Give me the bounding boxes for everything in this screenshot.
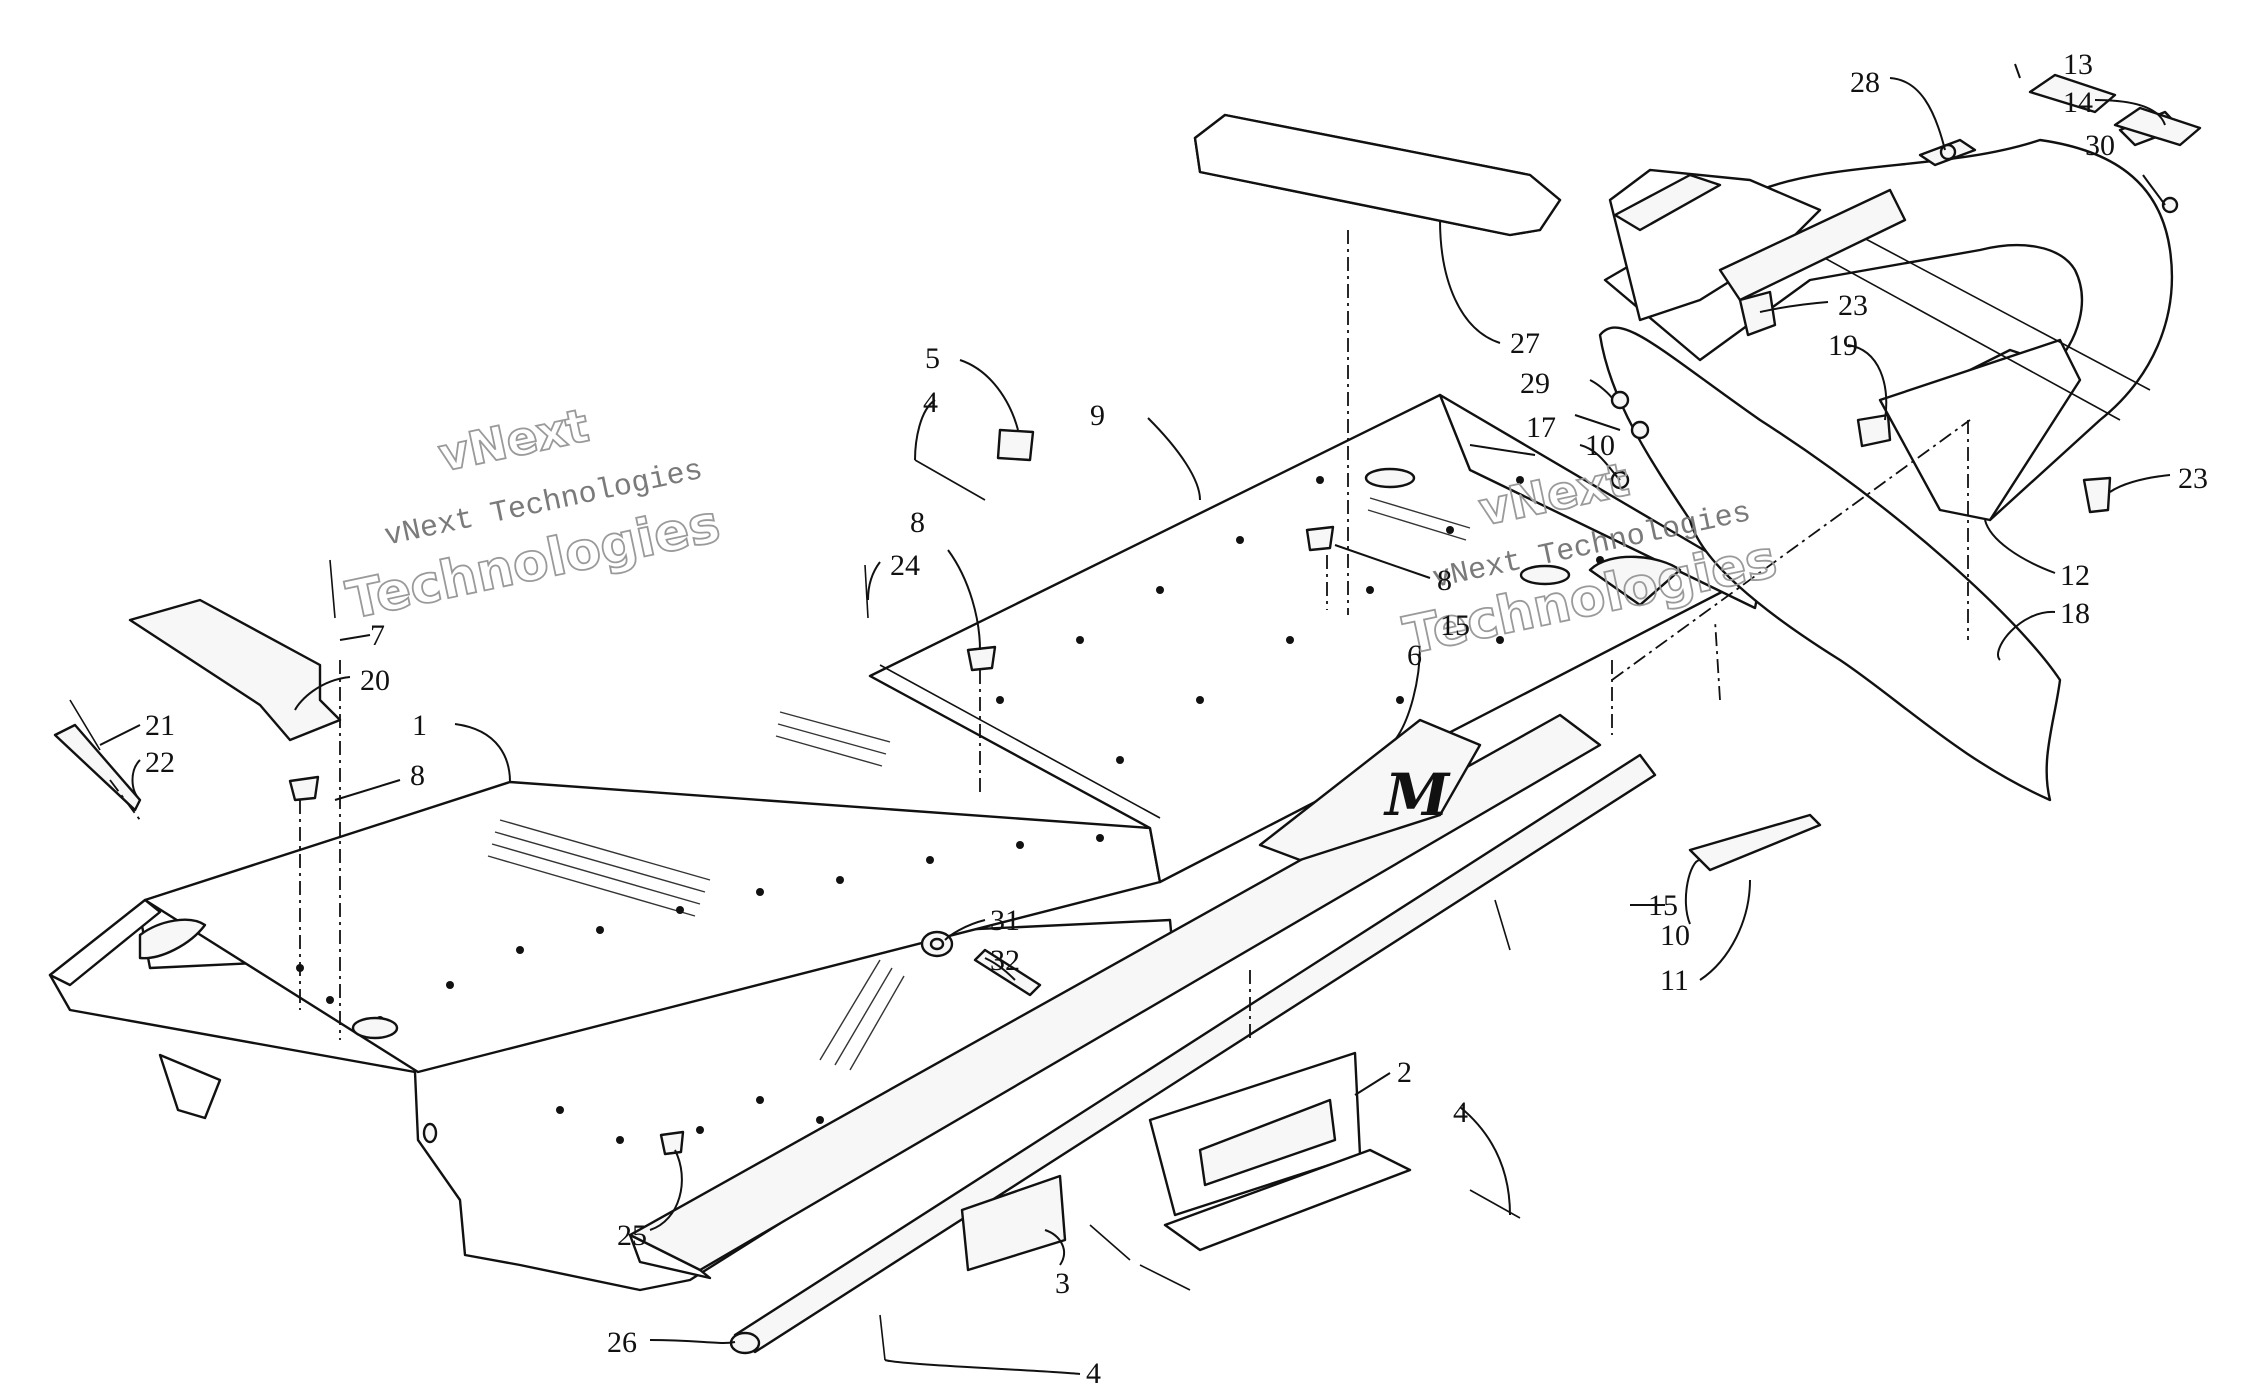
callout-29: 29: [1520, 367, 1550, 400]
callout-19: 19: [1828, 329, 1858, 362]
callout-7: 7: [370, 619, 385, 652]
callout-4-top: 4: [923, 386, 938, 419]
callout-30: 30: [2085, 129, 2115, 162]
tunnel-assembly: [48, 393, 1762, 1292]
decal-letter: M: [1383, 761, 1451, 829]
watermark: vNext vNext Technologies Technologies: [341, 397, 726, 632]
callout-28: 28: [1850, 66, 1880, 99]
callout-9: 9: [1090, 399, 1105, 432]
callout-8-right: 8: [1437, 564, 1452, 597]
callout-21: 21: [145, 709, 175, 742]
side-rail: [729, 753, 1657, 1355]
callout-24: 24: [890, 549, 920, 582]
callout-26: 26: [607, 1326, 637, 1359]
callout-4-bottom: 4: [1086, 1357, 1101, 1390]
watermark-line-1: vNext: [434, 398, 593, 482]
leader-lines: [99, 63, 2171, 1375]
callout-4-right: 4: [1453, 1096, 1468, 1129]
assembly-axes: [109, 230, 1971, 1040]
rear-bumper: [1598, 110, 2182, 802]
callout-6: 6: [1407, 639, 1422, 672]
callout-13: 13: [2063, 48, 2093, 81]
callout-8-left: 8: [410, 759, 425, 792]
callout-32: 32: [990, 944, 1020, 977]
callout-22: 22: [145, 746, 175, 779]
callout-2: 2: [1397, 1056, 1412, 1089]
callout-10-bottom: 10: [1660, 919, 1690, 952]
callout-18: 18: [2060, 597, 2090, 630]
callout-1: 1: [412, 709, 427, 742]
callout-5: 5: [925, 342, 940, 375]
callout-31: 31: [990, 904, 1020, 937]
callouts: 1 2 3 4 4 4 5 6 7 8 8 8 9 10 10 11 12 13…: [145, 48, 2208, 1390]
callout-23-top: 23: [1838, 289, 1868, 322]
callout-23-right: 23: [2178, 462, 2208, 495]
callout-10-top: 10: [1585, 429, 1615, 462]
callout-25: 25: [617, 1219, 647, 1252]
callout-11: 11: [1660, 964, 1689, 997]
callout-17: 17: [1526, 411, 1556, 444]
callout-15-top: 15: [1440, 609, 1470, 642]
foot-pad: [1193, 113, 1562, 237]
callout-15-bottom: 15: [1648, 889, 1678, 922]
m-decal: M: [1258, 718, 1482, 862]
callout-12: 12: [2060, 559, 2090, 592]
callout-8-center: 8: [910, 506, 925, 539]
callout-3: 3: [1055, 1267, 1070, 1300]
callout-20: 20: [360, 664, 390, 697]
callout-14: 14: [2063, 86, 2093, 119]
callout-27: 27: [1510, 327, 1540, 360]
